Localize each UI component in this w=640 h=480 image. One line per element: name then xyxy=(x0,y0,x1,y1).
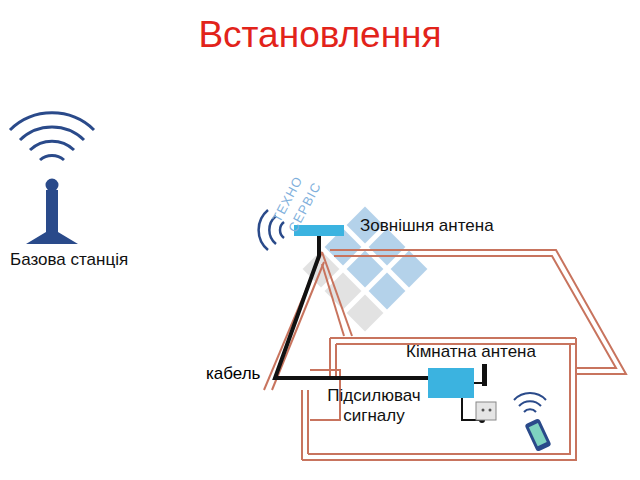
base-station-icon xyxy=(10,113,94,244)
node-label: Кімнатна антена xyxy=(406,342,536,362)
edge-label: кабель xyxy=(204,364,262,384)
house-outline xyxy=(264,250,626,460)
signal-amplifier: Підсилювач сигналу xyxy=(428,368,474,398)
cable-connector xyxy=(474,382,482,384)
power-socket xyxy=(462,398,496,423)
station-label: Базова станція xyxy=(10,250,128,270)
phone-icon xyxy=(514,393,552,452)
indoor-antenna: Кімнатна антена xyxy=(482,364,487,386)
node-label: Зовнішня антена xyxy=(360,216,494,236)
page-title: Встановлення xyxy=(0,14,640,56)
cable-connector xyxy=(275,236,428,378)
node-label: Підсилювач сигналу xyxy=(326,386,422,425)
